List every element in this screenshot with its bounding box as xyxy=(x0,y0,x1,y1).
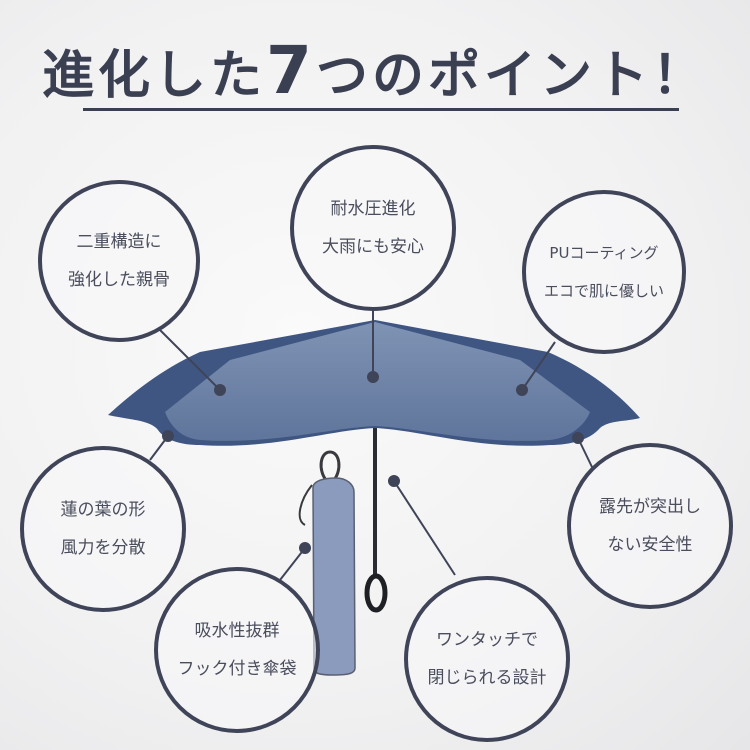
feature-text-line2: 強化した親骨 xyxy=(68,270,170,290)
feature-text-line1: ワンタッチで xyxy=(436,630,538,650)
feature-circle-absorbent-pouch: 吸水性抜群 フック付き傘袋 xyxy=(154,567,320,733)
page-title: 進化した7つのポイント！ xyxy=(0,36,750,111)
pouch-hook xyxy=(319,450,341,481)
feature-text-line2: フック付き傘袋 xyxy=(177,659,297,679)
title-underline xyxy=(83,108,679,111)
feature-circle-lotus-shape: 蓮の葉の形 風力を分散 xyxy=(20,446,186,612)
feature-circle-pu-coating: PUコーティング エコで肌に優しい xyxy=(522,190,686,354)
feature-text-line1: 蓮の葉の形 xyxy=(60,500,146,520)
title-suffix: つのポイント！ xyxy=(315,46,708,106)
umbrella-pouch xyxy=(312,477,356,676)
feature-circle-one-touch-close: ワンタッチで 閉じられる設計 xyxy=(404,576,570,742)
feature-circle-water-resistance: 耐水圧進化 大雨にも安心 xyxy=(290,145,456,311)
feature-text-line2: 大雨にも安心 xyxy=(322,237,424,257)
feature-text-line1: PUコーティング xyxy=(549,244,659,262)
feature-text-line2: ない安全性 xyxy=(607,535,693,555)
feature-text-line1: 耐水圧進化 xyxy=(330,199,416,219)
feature-text-line2: 風力を分散 xyxy=(60,538,146,558)
feature-text-line2: エコで肌に優しい xyxy=(543,282,664,300)
title-number: 7 xyxy=(266,32,316,109)
feature-text-line1: 二重構造に xyxy=(76,232,162,252)
umbrella-canopy-inner xyxy=(165,322,590,441)
feature-circle-double-ribs: 二重構造に 強化した親骨 xyxy=(38,180,200,342)
feature-text-line2: 閉じられる設計 xyxy=(427,668,547,688)
feature-text-line1: 吸水性抜群 xyxy=(194,621,280,641)
feature-circle-safe-tips: 露先が突出し ない安全性 xyxy=(567,443,733,609)
umbrella-handle-loop xyxy=(364,573,388,613)
feature-text-line1: 露先が突出し xyxy=(599,497,701,517)
title-prefix: 進化した xyxy=(42,46,267,106)
pouch-clip xyxy=(298,484,313,526)
